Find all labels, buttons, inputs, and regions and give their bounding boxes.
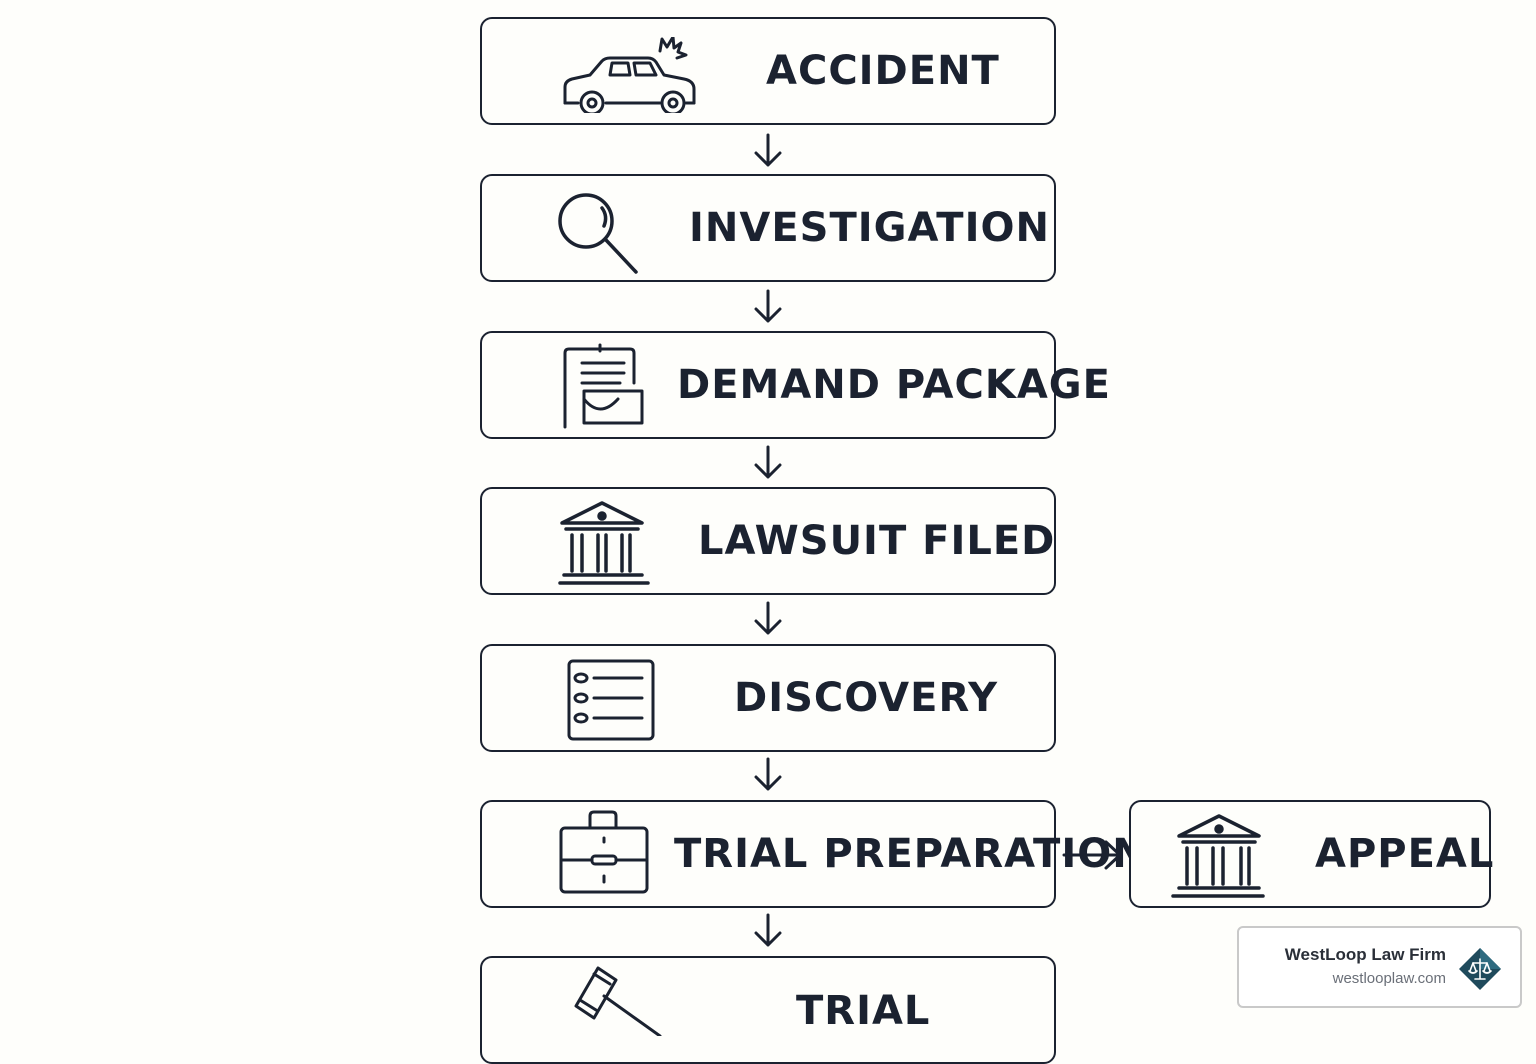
step-label: TRIAL xyxy=(796,988,931,1034)
brand-card[interactable]: WestLoop Law Firm westlooplaw.com xyxy=(1237,926,1522,1008)
down-arrow-icon xyxy=(754,913,782,947)
down-arrow-icon xyxy=(754,601,782,635)
down-arrow-icon xyxy=(754,757,782,791)
down-arrow-icon xyxy=(754,445,782,479)
brand-name: WestLoop Law Firm xyxy=(1284,945,1446,964)
step-label: DISCOVERY xyxy=(734,675,999,721)
step-trial-preparation: TRIAL PREPARATION xyxy=(480,800,1146,908)
courthouse-icon xyxy=(1171,814,1265,898)
down-arrow-icon xyxy=(754,133,782,167)
scales-of-justice-logo xyxy=(1459,948,1501,990)
step-label: LAWSUIT FILED xyxy=(698,518,1056,564)
gavel-icon xyxy=(574,966,662,1036)
document-folder-icon xyxy=(563,343,644,429)
step-label: ACCIDENT xyxy=(766,48,1000,94)
step-label: INVESTIGATION xyxy=(689,205,1050,251)
step-lawsuit-filed: LAWSUIT FILED xyxy=(480,487,1056,595)
step-appeal: APPEAL xyxy=(1129,800,1495,908)
step-label: DEMAND PACKAGE xyxy=(677,362,1111,408)
down-arrow-icon xyxy=(754,289,782,323)
briefcase-icon xyxy=(559,810,649,894)
step-discovery: DISCOVERY xyxy=(480,644,1056,752)
right-arrow-icon xyxy=(1062,840,1122,870)
brand-url: westlooplaw.com xyxy=(1332,970,1446,987)
step-investigation: INVESTIGATION xyxy=(480,174,1056,282)
checklist-icon xyxy=(567,659,655,741)
magnifying-glass-icon xyxy=(558,193,638,274)
car-crash-icon xyxy=(563,37,696,113)
appeal-label: APPEAL xyxy=(1315,831,1495,877)
step-demand-package: DEMAND PACKAGE xyxy=(480,331,1110,439)
step-accident: ACCIDENT xyxy=(480,17,1056,125)
step-trial: TRIAL xyxy=(480,956,1056,1064)
courthouse-icon xyxy=(558,501,650,585)
